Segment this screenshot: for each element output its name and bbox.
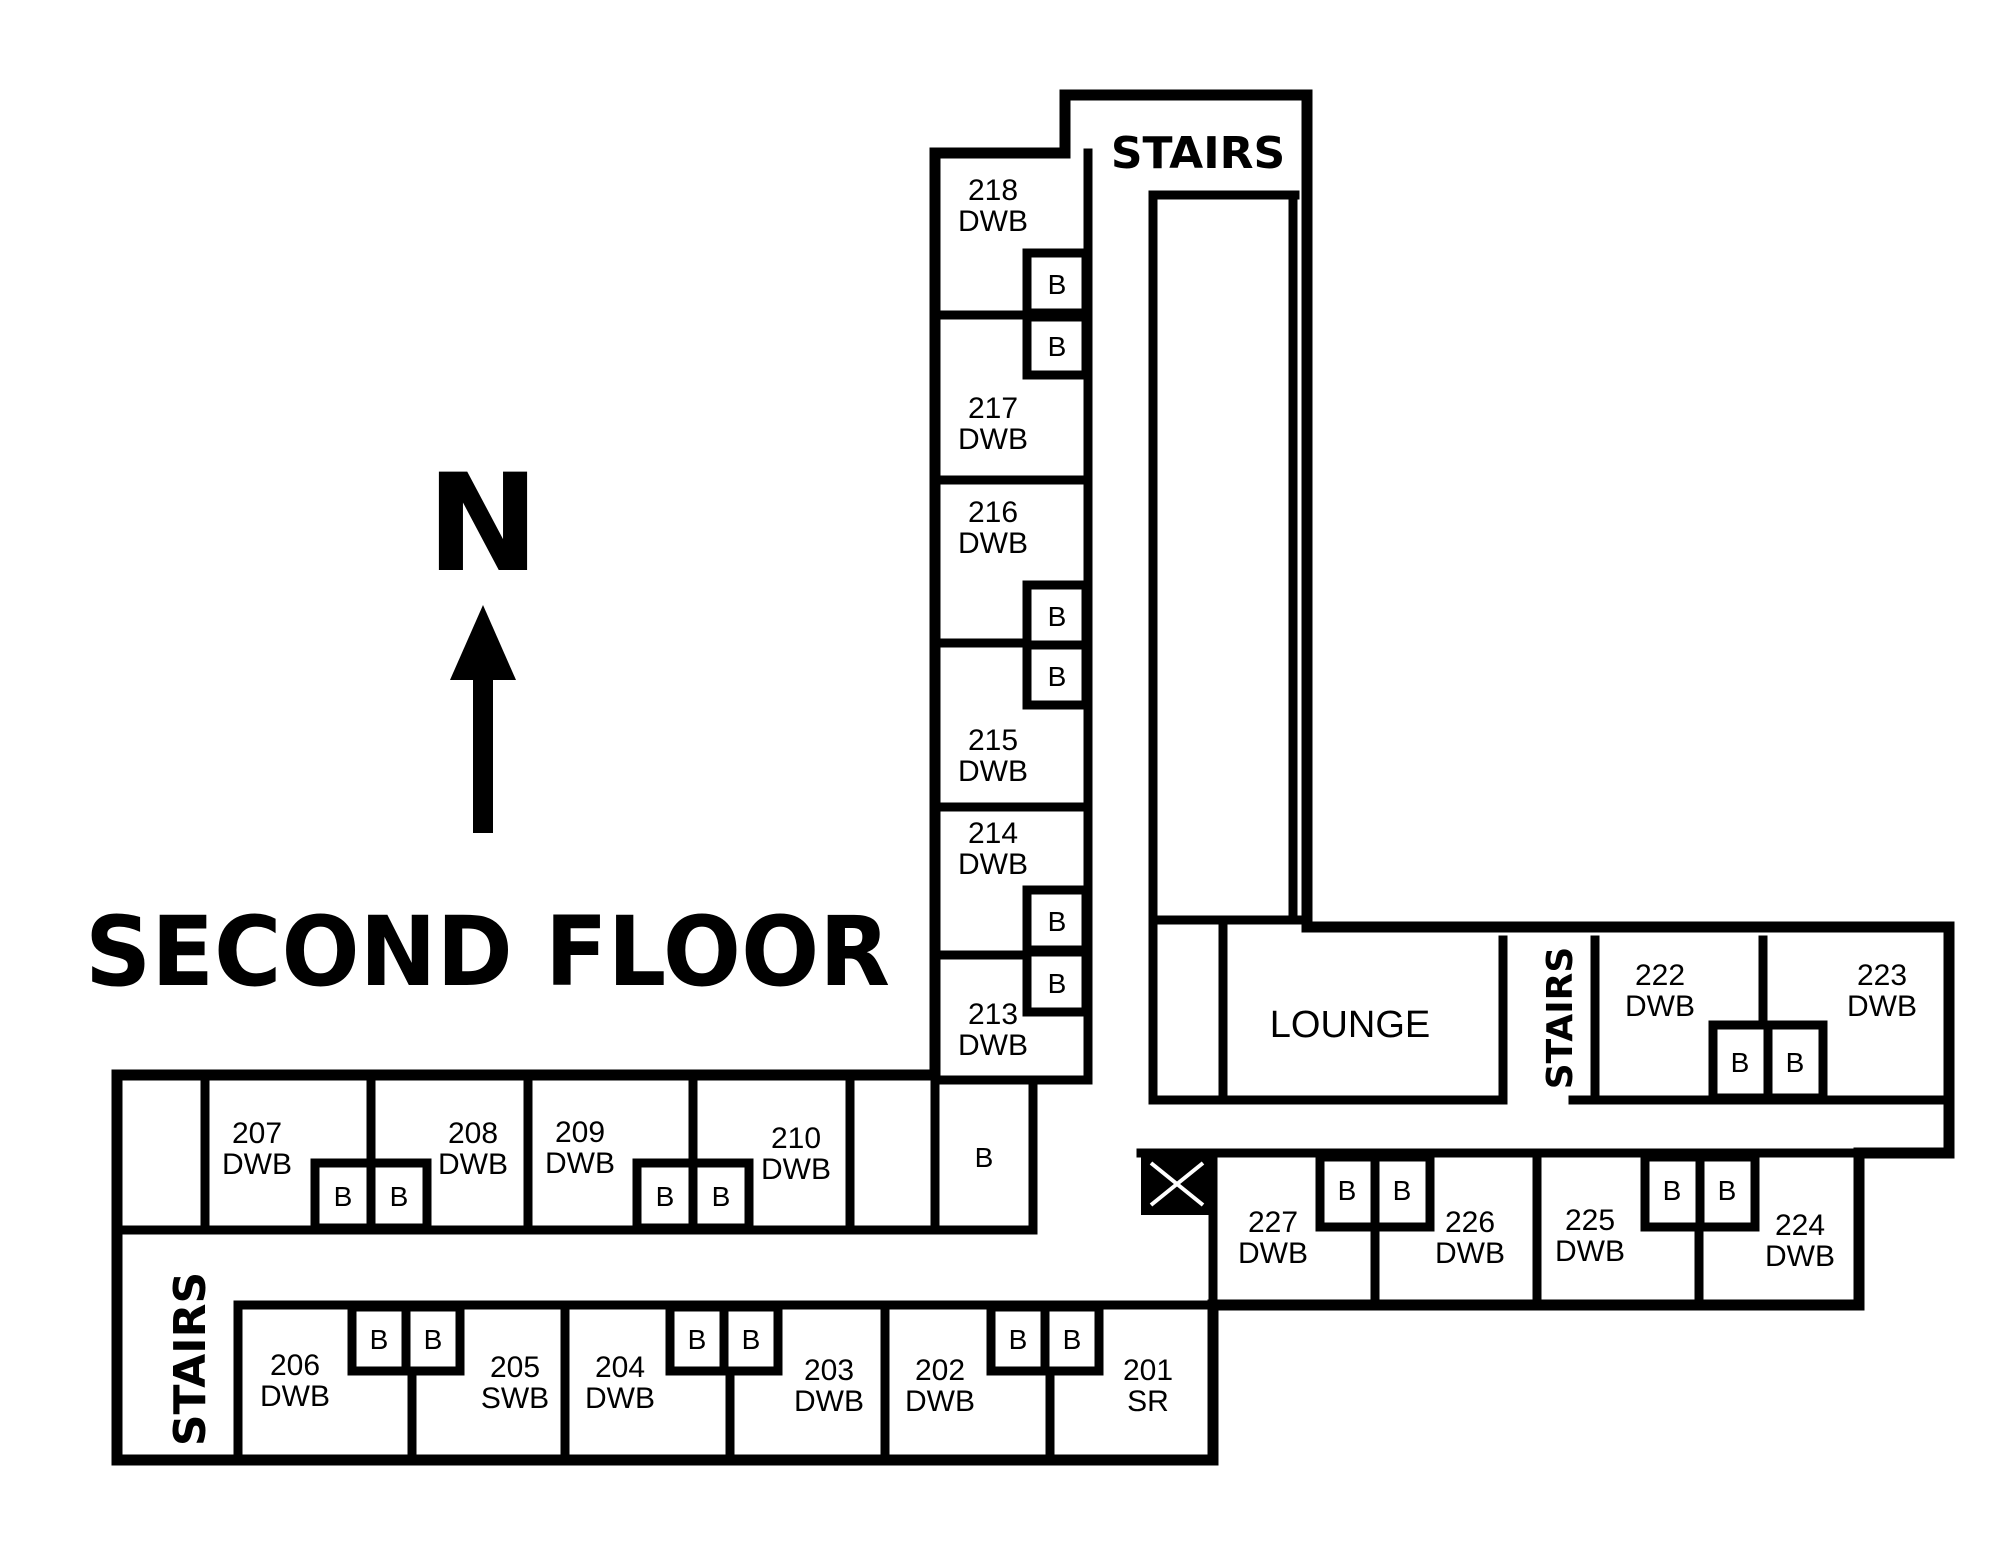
east-wing: B B B B 227 DWB 226 DWB 225 DWB 224 DWB <box>1136 1148 1864 1310</box>
room-type: DWB <box>1238 1237 1308 1270</box>
room-type: DWB <box>761 1153 831 1186</box>
bath <box>1022 947 1091 1017</box>
bath <box>1315 1152 1380 1232</box>
room-type: DWB <box>958 755 1028 788</box>
east-core: STAIRS LOUNGE STAIRS B B 222 DWB 223 DWB <box>1111 128 1946 1105</box>
bath-label: B <box>975 1142 994 1173</box>
bath-label: B <box>1009 1324 1028 1355</box>
room-number: 210 <box>771 1122 821 1155</box>
bath <box>366 1158 432 1233</box>
room-type: DWB <box>958 1029 1028 1062</box>
lounge-label: LOUNGE <box>1270 1004 1430 1046</box>
west-wing-north: B B B B B 207 DWB 208 DWB 209 DWB 210 DW… <box>112 1080 1038 1235</box>
bath <box>1022 640 1091 710</box>
room-number: 209 <box>555 1116 605 1149</box>
stairs-label: STAIRS <box>165 1272 216 1446</box>
north-wing: B B B B B B 218 DWB 217 DWB 216 DWB 215 … <box>930 148 1093 1085</box>
room-number: 202 <box>915 1354 965 1387</box>
bath-label: B <box>712 1181 731 1212</box>
room-number: 224 <box>1775 1209 1825 1242</box>
stairs-label: STAIRS <box>1540 947 1581 1090</box>
room-type: DWB <box>1555 1235 1625 1268</box>
room-number: 226 <box>1445 1206 1495 1239</box>
room-type: DWB <box>958 527 1028 560</box>
bath <box>986 1302 1050 1376</box>
room-number: 201 <box>1123 1354 1173 1387</box>
room-number: 223 <box>1857 959 1907 992</box>
north-arrow-icon <box>450 605 516 833</box>
room-type: DWB <box>222 1148 292 1181</box>
bath-label: B <box>1718 1175 1737 1206</box>
north-label: N <box>427 445 540 602</box>
room-type: DWB <box>1765 1240 1835 1273</box>
room-number: 213 <box>968 998 1018 1031</box>
room-type: DWB <box>958 205 1028 238</box>
room-number: 217 <box>968 392 1018 425</box>
room-number: 205 <box>490 1351 540 1384</box>
room-type: DWB <box>260 1380 330 1413</box>
bath <box>310 1158 376 1233</box>
room-type: DWB <box>905 1385 975 1418</box>
bath-label: B <box>688 1324 707 1355</box>
bath <box>1022 312 1091 380</box>
room-type: SWB <box>481 1382 549 1415</box>
bath <box>719 1302 783 1376</box>
room-type: DWB <box>1435 1237 1505 1270</box>
room-number: 225 <box>1565 1204 1615 1237</box>
bath <box>1763 1020 1828 1103</box>
room-number: 218 <box>968 174 1018 207</box>
room-number: 206 <box>270 1349 320 1382</box>
west-wing-south: B B B B B B STAIRS 206 DWB 205 SWB 204 D… <box>165 1272 1218 1465</box>
bath-label: B <box>370 1324 389 1355</box>
blocked-x-icon <box>1141 1153 1213 1215</box>
bath-label: B <box>1063 1324 1082 1355</box>
room-number: 216 <box>968 496 1018 529</box>
bath <box>1640 1152 1705 1232</box>
room-number: 227 <box>1248 1206 1298 1239</box>
bath-label: B <box>1731 1047 1750 1078</box>
bath <box>1040 1302 1104 1376</box>
bath-label: B <box>1048 331 1067 362</box>
room-type: DWB <box>958 848 1028 881</box>
room-type: DWB <box>794 1385 864 1418</box>
bath-label: B <box>656 1181 675 1212</box>
bath-label: B <box>390 1181 409 1212</box>
bath-label: B <box>1048 661 1067 692</box>
room-type: DWB <box>958 423 1028 456</box>
bath <box>401 1302 465 1376</box>
room-type: DWB <box>585 1382 655 1415</box>
bath-label: B <box>1786 1047 1805 1078</box>
bath-label: B <box>1048 269 1067 300</box>
room-number: 215 <box>968 724 1018 757</box>
room-number: 208 <box>448 1117 498 1150</box>
bath-label: B <box>1393 1175 1412 1206</box>
room-number: 207 <box>232 1117 282 1150</box>
bath <box>1695 1152 1760 1232</box>
room-number: 204 <box>595 1351 645 1384</box>
bath-label: B <box>1048 968 1067 999</box>
room-type: SR <box>1127 1385 1169 1418</box>
room-number: 203 <box>804 1354 854 1387</box>
page-title: SECOND FLOOR <box>85 896 890 1008</box>
room-number: 222 <box>1635 959 1685 992</box>
bath <box>1370 1152 1435 1232</box>
room-type: DWB <box>1625 990 1695 1023</box>
bath-label: B <box>334 1181 353 1212</box>
bath <box>347 1302 411 1376</box>
room-type: DWB <box>1847 990 1917 1023</box>
bath-label: B <box>1663 1175 1682 1206</box>
room-type: DWB <box>545 1147 615 1180</box>
bath <box>688 1158 754 1233</box>
stairs-label: STAIRS <box>1111 128 1285 179</box>
bath-label: B <box>1048 906 1067 937</box>
bath-label: B <box>424 1324 443 1355</box>
room-number: 214 <box>968 817 1018 850</box>
bath-label: B <box>1048 601 1067 632</box>
bath-label: B <box>742 1324 761 1355</box>
bath-label: B <box>1338 1175 1357 1206</box>
room-type: DWB <box>438 1148 508 1181</box>
